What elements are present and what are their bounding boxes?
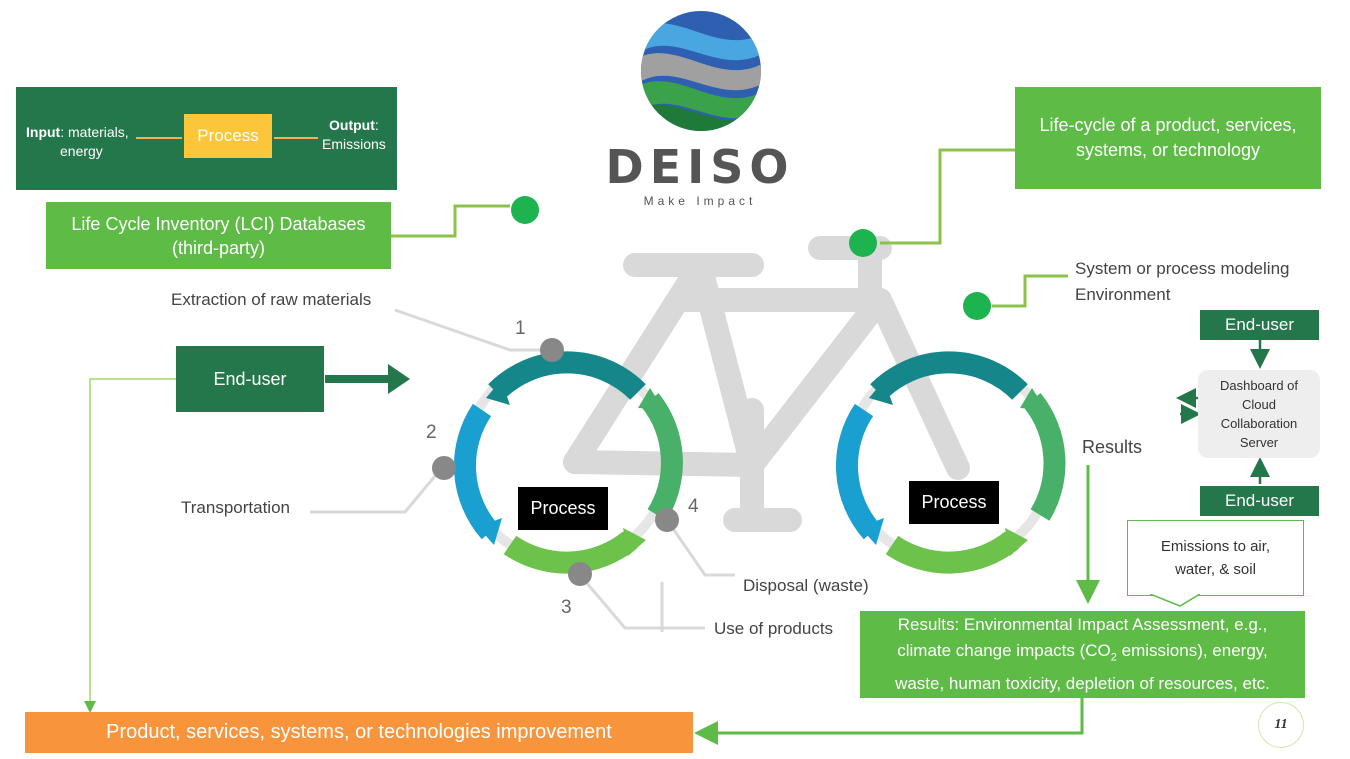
right-wheel-process-label: Process <box>909 481 999 524</box>
callout-lines <box>390 148 1068 308</box>
stage-number-2: 2 <box>426 422 437 443</box>
end-user-bottom-box: End-user <box>1200 486 1319 516</box>
results-box: Results: Environmental Impact Assessment… <box>860 611 1305 698</box>
lci-databases-box: Life Cycle Inventory (LCI) Databases(thi… <box>46 202 391 269</box>
stage-number-4: 4 <box>688 496 699 517</box>
logo-wordmark: DEISO <box>605 140 795 194</box>
left-wheel <box>453 351 683 574</box>
output-label: Output: Emissions <box>322 117 386 152</box>
end-user-top-box: End-user <box>1200 310 1319 340</box>
process-panel: Input: materials, energy Process Output:… <box>16 87 397 190</box>
improvement-box: Product, services, systems, or technolog… <box>25 712 693 753</box>
page-number: 11 <box>1258 702 1304 748</box>
callout-dots <box>511 196 991 320</box>
globe-logo-icon <box>641 11 761 131</box>
logo-tagline: Make Impact <box>643 194 757 208</box>
extraction-label: Extraction of raw materials <box>171 290 372 309</box>
stage-dots <box>432 338 679 586</box>
use-label: Use of products <box>714 619 834 638</box>
disposal-label: Disposal (waste) <box>743 576 869 595</box>
stage-number-3: 3 <box>561 597 572 618</box>
right-wheel <box>835 351 1066 574</box>
input-arrow <box>136 137 182 139</box>
emissions-callout: Emissions to air,water, & soil <box>1127 520 1304 596</box>
process-box: Process <box>184 114 272 158</box>
left-wheel-process-label: Process <box>518 487 608 530</box>
stage-number-1: 1 <box>515 318 526 339</box>
output-arrow <box>274 137 318 139</box>
input-label: Input: materials, energy <box>26 124 129 159</box>
stage-connectors <box>310 308 735 632</box>
results-label: Results <box>1082 437 1143 457</box>
end-user-left-box: End-user <box>176 346 324 412</box>
callout-tail-icon <box>1150 594 1201 607</box>
transportation-label: Transportation <box>181 498 290 517</box>
lifecycle-box: Life-cycle of a product, services,system… <box>1015 87 1321 189</box>
